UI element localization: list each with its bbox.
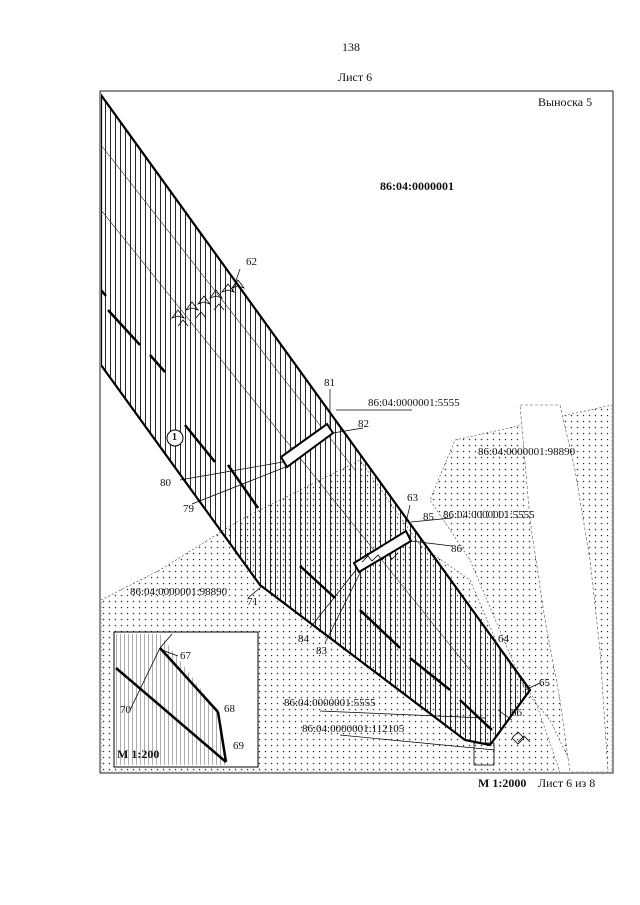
sheet-title: Лист 6 [338,70,373,84]
tree-symbols [170,279,246,327]
parcel-5555-mid: 86:04:0000001:5555 [443,509,535,521]
point-64: 64 [498,633,509,645]
map-frame [99,90,614,774]
point-82: 82 [358,418,369,430]
circle-marker-label: 1 [172,432,177,443]
point-66: 66 [511,707,522,719]
point-65: 65 [539,677,550,689]
point-69: 69 [233,740,244,752]
inset-title: Выноска 5 [538,95,593,109]
parcel-98890-left: 86:04:0000001:98890 [130,586,228,598]
point-85: 85 [423,511,434,523]
point-62: 62 [246,256,257,268]
point-86: 86 [451,543,462,555]
point-67: 67 [180,650,191,662]
point-71: 71 [247,596,258,608]
point-68: 68 [224,703,235,715]
point-70: 70 [120,704,131,716]
point-83: 83 [316,645,327,657]
hatched-strip [101,93,532,747]
road-strip [519,404,609,772]
parcel-5555-bottom: 86:04:0000001:5555 [284,697,376,709]
main-scale: М 1:2000 [478,776,527,790]
point-84: 84 [298,633,309,645]
point-63: 63 [407,492,418,504]
thin-guides [101,144,471,671]
point-81: 81 [324,377,335,389]
inset-scale: М 1:200 [117,747,160,761]
small-symbol [511,731,531,745]
point-80: 80 [160,477,171,489]
inset-locator [473,742,495,766]
sheet-of: Лист 6 из 8 [538,776,596,790]
center-dashes [107,309,493,731]
leader-lines [179,268,541,751]
page-number: 138 [342,40,360,54]
parcel-112105: 86:04:0000001:112105 [302,723,405,735]
block-cadastral-number: 86:04:0000001 [380,179,454,193]
point-79: 79 [183,503,194,515]
circle-marker [166,429,184,447]
inset-lines [115,647,228,763]
parcel-5555-top: 86:04:0000001:5555 [368,397,460,409]
parcel-98890-right: 86:04:0000001:98890 [478,446,576,458]
